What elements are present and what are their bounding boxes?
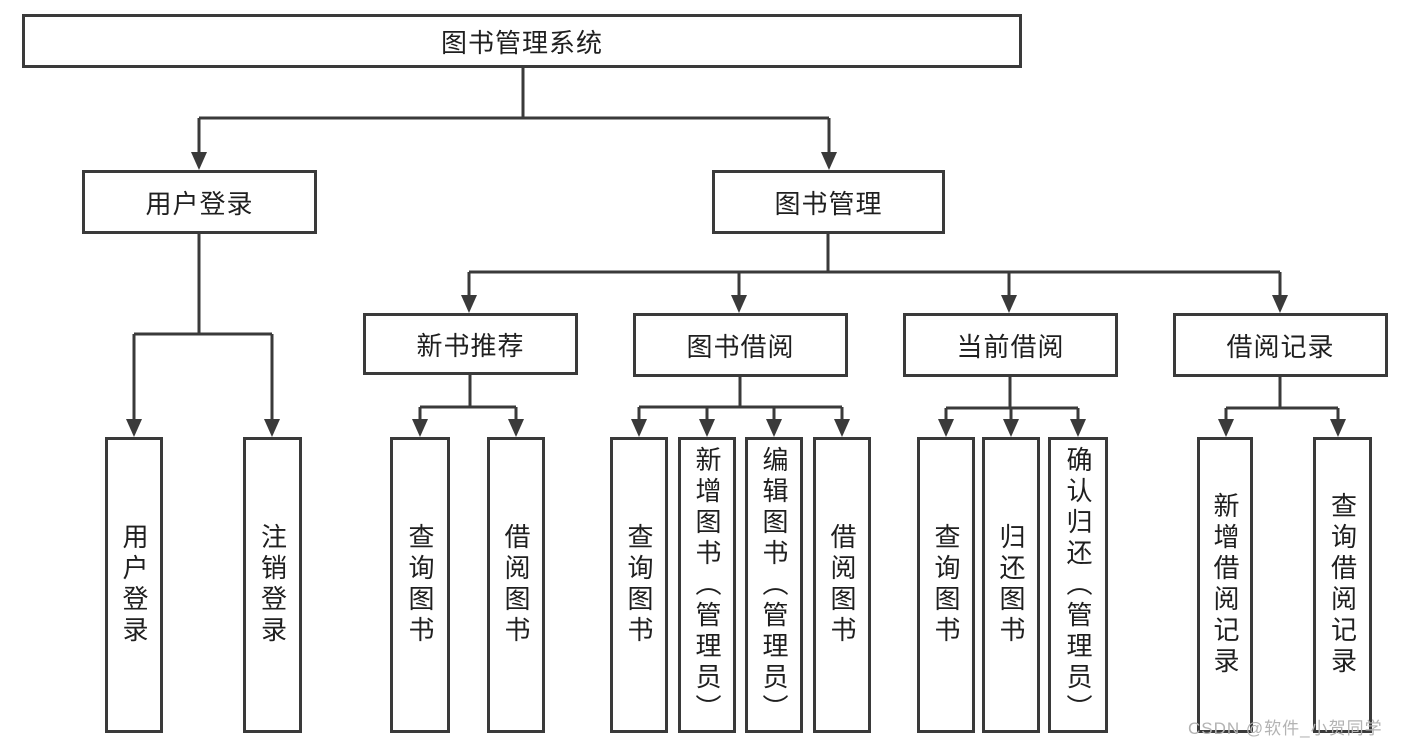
node-label: 新书推荐 <box>416 330 525 361</box>
connector-book-borrow-to-leaves <box>631 377 850 437</box>
node-book-borrowing: 图书借阅 <box>633 313 848 377</box>
node-label: 借阅图书 <box>827 523 857 647</box>
node-label: 编辑图书（管理员） <box>759 445 789 725</box>
watermark: CSDN @软件_小贺同学 <box>1188 719 1383 738</box>
node-label: 图书借阅 <box>686 331 795 362</box>
node-label: 新增借阅记录 <box>1210 492 1240 678</box>
leaf-logout: 注销登录 <box>243 437 302 733</box>
leaf-add-borrow-record: 新增借阅记录 <box>1197 437 1253 733</box>
leaf-query-books-3: 查询图书 <box>917 437 975 733</box>
node-label: 当前借阅 <box>956 331 1065 362</box>
leaf-add-book-admin: 新增图书（管理员） <box>678 437 736 733</box>
node-label: 查询图书 <box>405 523 435 647</box>
leaf-return-books: 归还图书 <box>982 437 1040 733</box>
node-label: 查询借阅记录 <box>1327 492 1358 678</box>
node-label: 新增图书（管理员） <box>692 445 722 725</box>
node-label: 借阅记录 <box>1226 331 1335 362</box>
leaf-query-books-1: 查询图书 <box>390 437 450 733</box>
connector-current-borrow-to-leaves <box>938 377 1086 437</box>
node-label: 借阅图书 <box>501 523 531 647</box>
leaf-borrow-books-1: 借阅图书 <box>487 437 545 733</box>
connector-user-login-to-leaves <box>126 234 280 437</box>
leaf-query-borrow-record: 查询借阅记录 <box>1313 437 1372 733</box>
node-label: 查询图书 <box>624 523 654 647</box>
node-label: 查询图书 <box>931 523 961 647</box>
node-label: 用户登录 <box>119 523 149 647</box>
leaf-edit-book-admin: 编辑图书（管理员） <box>745 437 803 733</box>
node-label: 注销登录 <box>257 523 288 647</box>
node-current-borrowing: 当前借阅 <box>903 313 1118 377</box>
connector-borrow-records-to-leaves <box>1218 377 1346 437</box>
connector-root-to-level2 <box>191 68 837 170</box>
leaf-borrow-books-2: 借阅图书 <box>813 437 871 733</box>
connector-new-book-to-leaves <box>412 375 524 437</box>
leaf-confirm-return-admin: 确认归还（管理员） <box>1048 437 1108 733</box>
node-label: 归还图书 <box>996 523 1026 647</box>
node-user-login: 用户登录 <box>82 170 317 234</box>
node-new-book-recommend: 新书推荐 <box>363 313 578 375</box>
node-label: 图书管理 <box>774 188 883 219</box>
node-root: 图书管理系统 <box>22 14 1022 68</box>
node-label: 图书管理系统 <box>440 27 603 58</box>
connector-book-mgmt-to-level3 <box>461 234 1288 313</box>
node-label: 用户登录 <box>145 188 254 219</box>
node-label: 确认归还（管理员） <box>1063 445 1093 725</box>
node-book-management: 图书管理 <box>712 170 945 234</box>
leaf-user-login: 用户登录 <box>105 437 163 733</box>
node-borrowing-records: 借阅记录 <box>1173 313 1388 377</box>
leaf-query-books-2: 查询图书 <box>610 437 668 733</box>
